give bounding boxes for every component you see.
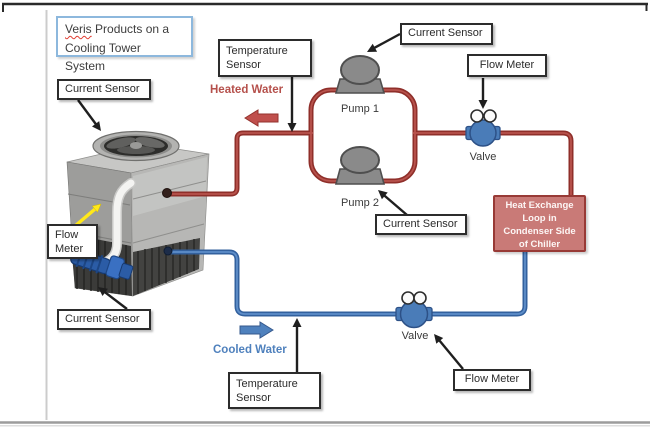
label-current-sensor-pump2: Current Sensor [375,214,467,235]
heated-water-label: Heated Water [210,84,284,96]
cold-water-piping [167,249,528,317]
cold-port [163,246,173,256]
pump-1-label: Pump 1 [341,103,379,115]
pointer-arrows [77,32,485,372]
diagram-title: Veris Products on a Cooling Tower System [56,16,193,73]
title-line-1: Veris Products on a [65,22,170,36]
label-flow-meter-left: Flow Meter [47,224,98,259]
label-flow-meter-bottom: Flow Meter [453,369,531,391]
heated-water-arrow-icon [244,109,279,127]
cooled-water-label: Cooled Water [213,344,287,356]
label-temperature-sensor-top: Temperature Sensor [218,39,312,77]
cooled-water-arrow-icon [239,321,274,339]
valve-bottom-label: Valve [401,330,429,342]
pump-2-label: Pump 2 [341,197,379,209]
yellow-pointer-arrow [73,203,102,228]
hot-port [162,188,172,198]
valve-top-label: Valve [469,151,497,163]
label-current-sensor-tower-bottom: Current Sensor [57,309,151,330]
label-current-sensor-pump1: Current Sensor [400,23,493,45]
title-word-veris: Veris [65,22,92,36]
label-flow-meter-top: Flow Meter [467,54,547,77]
pointer-arrowheads [92,43,488,344]
label-current-sensor-tower-top: Current Sensor [57,79,151,100]
fan-icon [92,130,180,162]
valve-top-icon [465,109,501,147]
title-line-2: Cooling Tower System [65,40,141,74]
slide-frame [0,2,650,427]
cooling-tower-image [66,130,210,297]
valve-bottom-icon [395,291,433,329]
label-temperature-sensor-bottom: Temperature Sensor [228,372,321,409]
pump-2-icon [334,146,386,185]
heat-exchange-box: Heat Exchange Loop in Condenser Side of … [493,195,586,252]
pump-1-icon [334,55,386,94]
